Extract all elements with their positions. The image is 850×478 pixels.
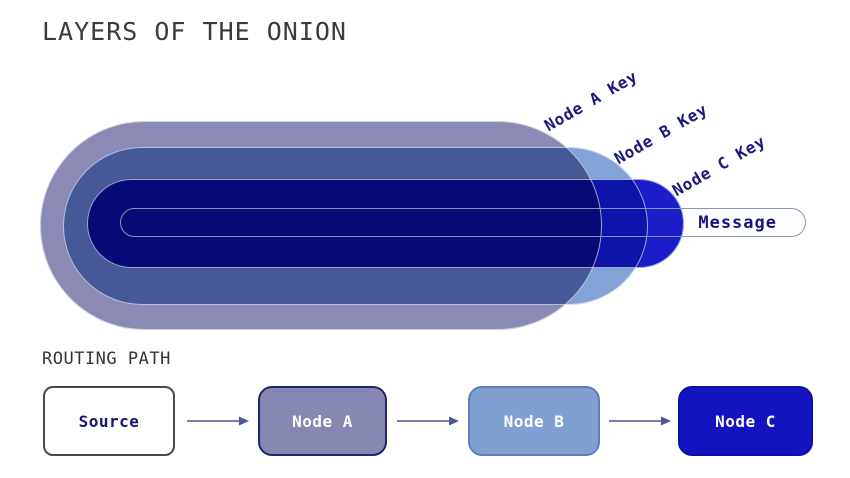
section-label-routing-path: ROUTING PATH bbox=[42, 349, 171, 369]
routing-box-node-b: Node B bbox=[468, 386, 600, 456]
routing-box-label: Source bbox=[78, 411, 140, 431]
arrow-source-to-node-a-icon bbox=[187, 416, 249, 426]
arrow-node-a-to-node-b-icon bbox=[397, 416, 459, 426]
routing-box-label: Node C bbox=[715, 411, 776, 431]
routing-box-label: Node A bbox=[292, 411, 353, 431]
key-label-node-c: Node C Key bbox=[669, 131, 769, 201]
arrow-node-b-to-node-c-icon bbox=[609, 416, 671, 426]
key-label-node-a: Node A Key bbox=[541, 66, 641, 136]
message-label: Message bbox=[698, 212, 777, 233]
node-c-layer-outline bbox=[87, 179, 684, 268]
routing-box-source: Source bbox=[43, 386, 175, 456]
routing-box-label: Node B bbox=[503, 411, 565, 431]
page-title: LAYERS OF THE ONION bbox=[42, 17, 347, 46]
routing-box-node-a: Node A bbox=[258, 386, 387, 456]
routing-box-node-c: Node C bbox=[678, 386, 813, 456]
message-pill: Message bbox=[120, 208, 806, 237]
key-label-node-b: Node B Key bbox=[611, 99, 711, 169]
